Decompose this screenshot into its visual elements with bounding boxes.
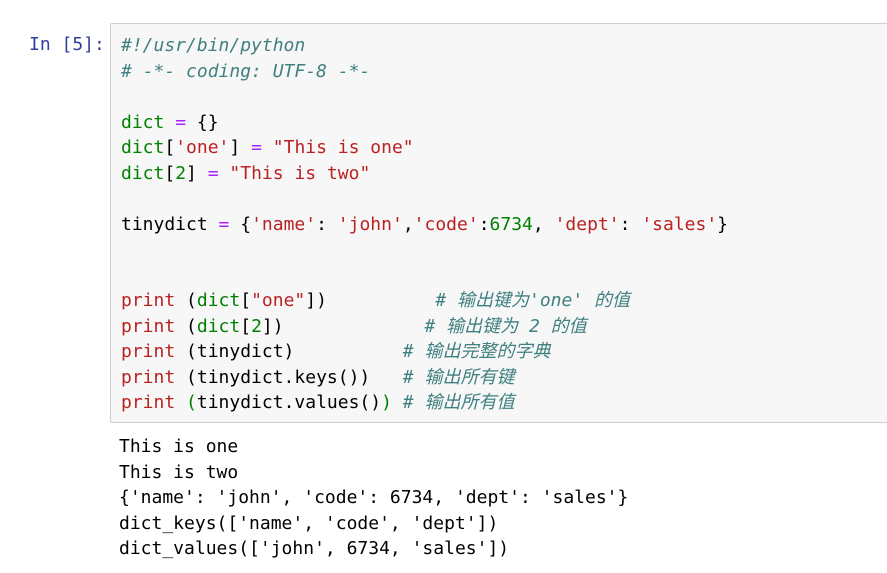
code-token: ]) xyxy=(261,315,425,337)
code-token: = xyxy=(207,162,219,184)
code-token: dict xyxy=(121,137,165,158)
input-prompt: In [5]: xyxy=(29,34,105,55)
code-line[interactable]: print (tinydict.keys()) # 输出所有键 xyxy=(121,365,728,391)
code-token: {} xyxy=(186,111,219,133)
code-line[interactable]: #!/usr/bin/python xyxy=(121,33,728,59)
code-line[interactable]: print (tinydict) # 输出完整的字典 xyxy=(121,339,728,365)
code-line[interactable]: print (dict["one"]) # 输出键为'one' 的值 xyxy=(121,288,728,314)
code-token: [ xyxy=(240,290,252,311)
code-token: (tinydict.keys()) xyxy=(175,366,403,388)
code-token: 'one' xyxy=(175,137,230,158)
code-token: ] xyxy=(229,137,252,158)
code-token: : xyxy=(316,213,338,235)
code-line[interactable] xyxy=(121,84,728,110)
code-token: dict xyxy=(196,315,241,337)
code-token: = xyxy=(175,111,187,133)
code-line[interactable] xyxy=(121,186,728,212)
code-token xyxy=(164,112,175,133)
code-token: ( xyxy=(175,392,197,413)
code-token xyxy=(262,137,273,158)
code-line[interactable]: print (tinydict.values()) # 输出所有值 xyxy=(121,390,728,416)
code-line[interactable]: dict[2] = "This is two" xyxy=(121,161,728,187)
code-line[interactable] xyxy=(121,263,728,289)
code-line[interactable]: dict = {} xyxy=(121,110,728,136)
code-token: = xyxy=(218,213,230,235)
code-token: print xyxy=(121,290,176,311)
code-token: { xyxy=(229,213,252,235)
code-token: #!/usr/bin/python xyxy=(121,35,306,56)
code-token: 2 xyxy=(251,315,262,337)
code-token: [ xyxy=(164,137,176,158)
code-token: , xyxy=(532,213,555,235)
code-token: [ xyxy=(164,162,176,184)
code-token: : xyxy=(478,213,490,235)
output-line: This is one xyxy=(119,436,239,457)
output-line: This is two xyxy=(119,461,239,483)
code-token: = xyxy=(251,137,262,158)
code-token: } xyxy=(717,213,729,235)
code-token: print xyxy=(121,315,176,337)
code-token: 'dept' xyxy=(554,213,620,235)
code-token: # 输出所有键 xyxy=(402,366,515,388)
code-token: 6734 xyxy=(489,213,533,235)
code-token: # 输出完整的字典 xyxy=(402,341,551,362)
output-line: dict_keys(['name', 'code', 'dept']) xyxy=(119,512,499,534)
code-token: ) xyxy=(381,392,392,413)
code-token: # 输出键为'one' 的值 xyxy=(435,290,631,311)
code-line[interactable]: dict['one'] = "This is one" xyxy=(121,135,728,161)
code-token: dict xyxy=(121,162,165,184)
code-token: 'name' xyxy=(251,213,317,235)
output-line: {'name': 'john', 'code': 6734, 'dept': '… xyxy=(119,487,629,508)
code-token: , xyxy=(402,213,414,235)
code-token: dict xyxy=(196,290,241,311)
output-line: dict_values(['john', 6734, 'sales']) xyxy=(119,538,510,559)
code-token xyxy=(392,392,403,413)
code-token: [ xyxy=(240,315,252,337)
code-token: ]) xyxy=(305,290,436,311)
code-line[interactable]: # -*- coding: UTF-8 -*- xyxy=(121,59,728,85)
code-token: (tinydict) xyxy=(175,341,403,362)
code-line[interactable]: tinydict = {'name': 'john','code':6734, … xyxy=(121,212,728,238)
code-token: tinydict.values() xyxy=(196,392,382,413)
code-token: print xyxy=(121,341,176,362)
code-token xyxy=(219,163,230,184)
code-token: print xyxy=(121,392,176,413)
code-token: # 输出键为 2 的值 xyxy=(424,315,587,337)
code-token: ( xyxy=(175,315,197,337)
code-token: : xyxy=(619,213,642,235)
code-content[interactable]: #!/usr/bin/python # -*- coding: UTF-8 -*-… xyxy=(121,33,728,416)
code-token: "This is one" xyxy=(272,137,414,158)
code-token: 2 xyxy=(175,162,187,184)
code-token: "one" xyxy=(251,290,306,311)
code-token: 'john' xyxy=(337,213,403,235)
code-token: # 输出所有值 xyxy=(402,392,515,413)
code-token: tinydict xyxy=(121,213,219,235)
code-editor[interactable]: #!/usr/bin/python # -*- coding: UTF-8 -*-… xyxy=(110,23,887,423)
code-token: ] xyxy=(186,162,208,184)
code-token: "This is two" xyxy=(229,162,371,184)
code-token: # -*- coding: UTF-8 -*- xyxy=(121,60,371,82)
code-token: 'code' xyxy=(413,213,479,235)
code-token: ( xyxy=(175,290,197,311)
code-token: dict xyxy=(121,111,165,133)
code-line[interactable] xyxy=(121,237,728,263)
code-token: print xyxy=(121,366,176,388)
code-line[interactable]: print (dict[2]) # 输出键为 2 的值 xyxy=(121,314,728,340)
code-token: 'sales' xyxy=(641,213,718,235)
